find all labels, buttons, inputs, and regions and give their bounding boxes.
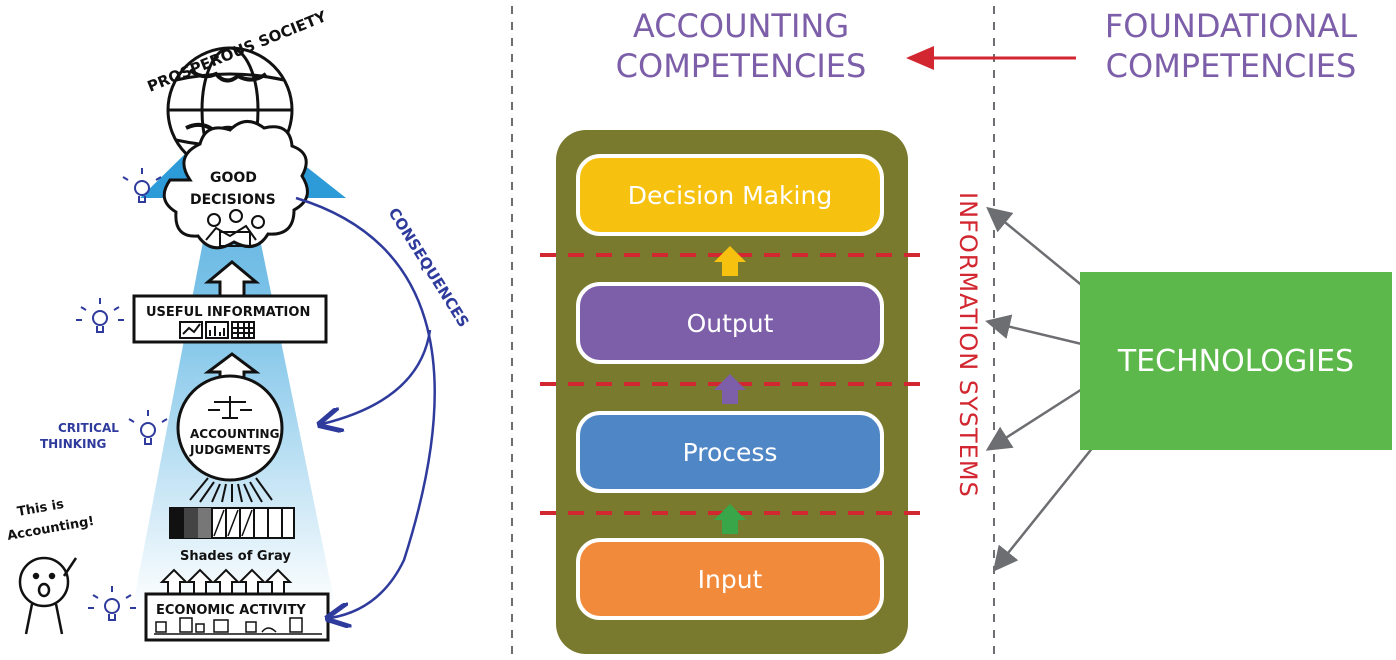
city-icons — [154, 617, 322, 635]
people-icon — [205, 209, 265, 247]
process-box: Process — [576, 411, 884, 493]
accounting-judgments-line2: JUDGMENTS — [189, 443, 271, 457]
good-decisions-cloud — [162, 120, 309, 250]
lightbulb-icon — [128, 410, 168, 445]
accounting-competencies-header: ACCOUNTING COMPETENCIES — [576, 6, 906, 86]
person-icon — [18, 556, 78, 635]
technologies-box: TECHNOLOGIES — [1080, 272, 1392, 450]
lightbulb-icon — [122, 168, 162, 203]
consequences-arrow-outer — [295, 196, 436, 618]
header-arrowhead — [906, 46, 934, 70]
this-is-accounting-line1: This is — [16, 497, 65, 520]
technology-arrows — [985, 206, 1103, 572]
accounting-judgments-line1: ACCOUNTING — [190, 427, 279, 441]
input-label: Input — [697, 564, 763, 594]
decision-making-label: Decision Making — [627, 180, 833, 210]
useful-information-label: USEFUL INFORMATION — [146, 305, 310, 320]
layer-separators — [540, 253, 930, 515]
foundational-header-line2: COMPETENCIES — [1105, 47, 1357, 85]
decision-making-box: Decision Making — [576, 154, 884, 236]
left-sketch: PROSPEROUS SOCIETY GOOD DECISIONS USEFUL… — [6, 7, 473, 642]
shades-of-gray-label: Shades of Gray — [180, 549, 291, 564]
lightbulb-icon — [88, 586, 136, 621]
arrow-up-icon — [203, 260, 261, 298]
consequences-arrow-inner — [322, 329, 432, 424]
arrow-to-decision-icon — [714, 246, 746, 276]
accounting-header-line2: COMPETENCIES — [615, 47, 867, 85]
lightbulb-icon — [76, 298, 124, 333]
arrow-to-process-icon — [714, 504, 746, 534]
activity-arrows — [159, 568, 293, 595]
good-decisions-line2: DECISIONS — [190, 192, 276, 208]
accounting-header-line1: ACCOUNTING — [632, 7, 850, 45]
output-box: Output — [576, 282, 884, 364]
input-box: Input — [576, 538, 884, 620]
shades-of-gray-bar — [169, 507, 295, 539]
good-decisions-line1: GOOD — [210, 170, 257, 186]
consequences-label: CONSEQUENCES — [385, 205, 473, 331]
critical-thinking-line1: CRITICAL — [58, 421, 119, 435]
foundational-competencies-header: FOUNDATIONAL COMPETENCIES — [1066, 6, 1396, 86]
arrow-to-output-icon — [714, 374, 746, 404]
information-systems-label: INFORMATION SYSTEMS — [954, 192, 982, 498]
process-label: Process — [682, 437, 778, 467]
economic-activity-label: ECONOMIC ACTIVITY — [156, 603, 306, 618]
critical-thinking-line2: THINKING — [40, 437, 106, 451]
chart-icons — [179, 321, 255, 339]
technologies-label: TECHNOLOGIES — [1117, 343, 1355, 379]
input-arrows — [189, 477, 273, 503]
useful-information-banner — [132, 294, 328, 344]
scale-icon — [208, 396, 252, 419]
accounting-judgments-circle — [176, 374, 284, 482]
output-label: Output — [686, 308, 774, 338]
foundational-header-line1: FOUNDATIONAL — [1104, 7, 1358, 45]
